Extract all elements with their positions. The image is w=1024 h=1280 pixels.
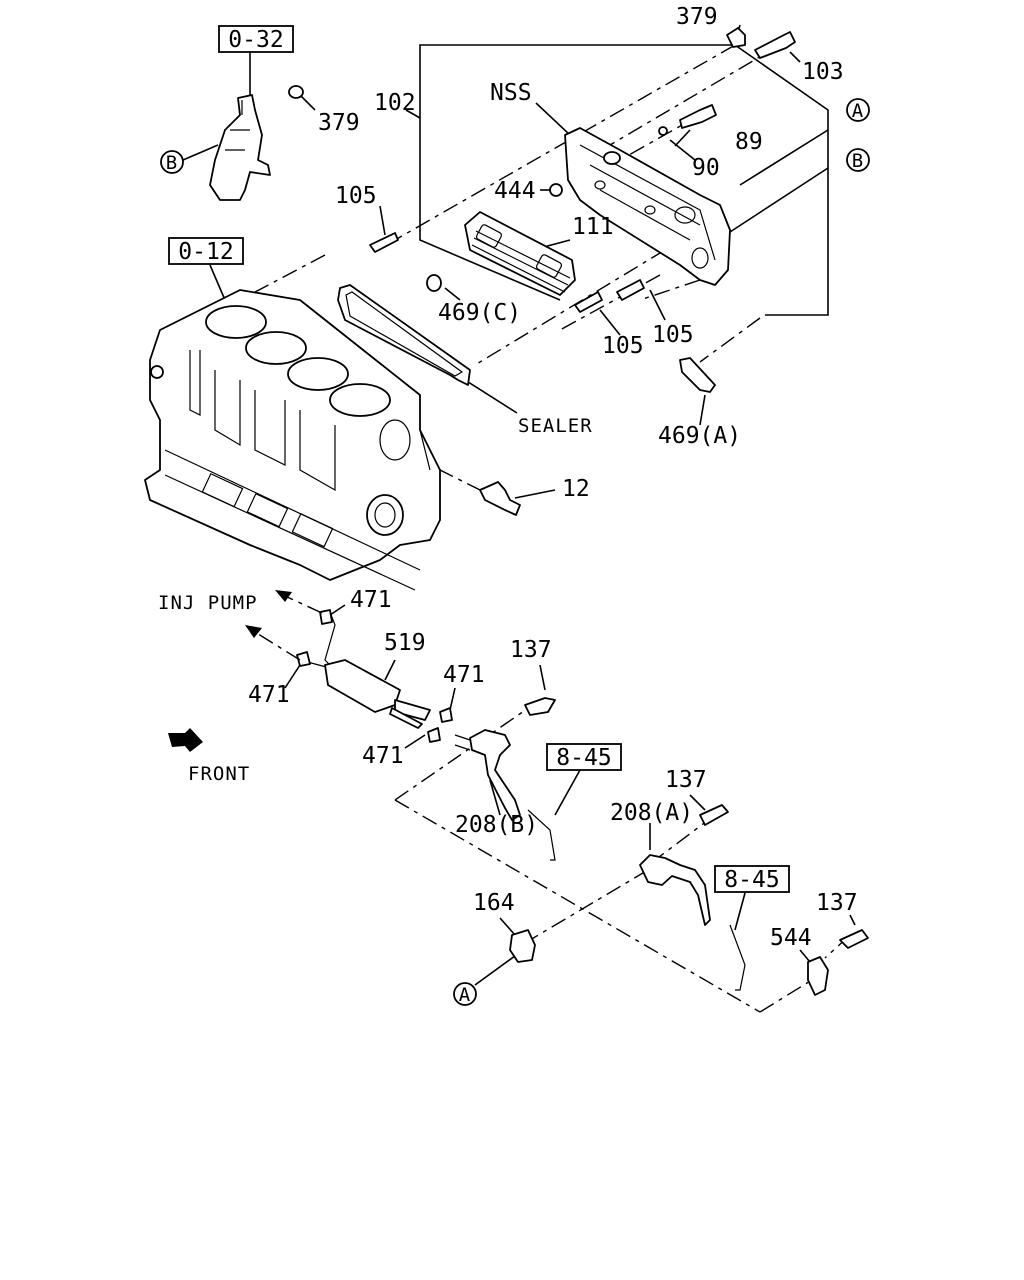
ref-box-8-45-a: 8-45 xyxy=(546,743,622,771)
ref-0-32-text: 0-32 xyxy=(228,27,283,53)
marker-a-bottom-text: A xyxy=(459,984,471,1006)
injection-pump-hoses xyxy=(296,609,453,743)
label-208a: 208(A) xyxy=(610,800,693,826)
label-379-top: 379 xyxy=(676,4,718,30)
label-471-bottom: 471 xyxy=(362,743,404,769)
water-pipe-b xyxy=(454,697,556,861)
label-379-left: 379 xyxy=(318,110,360,136)
water-pipe-a xyxy=(509,804,869,996)
label-102: 102 xyxy=(374,90,416,116)
label-sealer: SEALER xyxy=(518,415,593,437)
ref-0-12-text: 0-12 xyxy=(178,239,233,265)
front-arrow-icon xyxy=(168,728,203,752)
ref-8-45-b-text: 8-45 xyxy=(724,867,779,893)
oil-cooler-cover xyxy=(564,127,731,286)
label-137-top: 137 xyxy=(510,637,552,663)
cylinder-block xyxy=(144,289,441,591)
ref-8-45-a-text: 8-45 xyxy=(556,745,611,771)
label-105-right: 105 xyxy=(652,322,694,348)
label-105-left: 105 xyxy=(335,183,377,209)
label-137-mid: 137 xyxy=(665,767,707,793)
label-444: 444 xyxy=(494,178,536,204)
label-137-bottom: 137 xyxy=(816,890,858,916)
label-471-left: 471 xyxy=(248,682,290,708)
label-90: 90 xyxy=(692,155,720,181)
marker-b-top: B xyxy=(846,148,870,172)
label-471-right: 471 xyxy=(443,662,485,688)
marker-a-bottom: A xyxy=(453,982,477,1006)
label-519: 519 xyxy=(384,630,426,656)
label-544: 544 xyxy=(770,925,812,951)
label-12: 12 xyxy=(562,476,590,502)
label-469a: 469(A) xyxy=(658,423,741,449)
marker-b-left: B xyxy=(160,150,184,174)
marker-a-top: A xyxy=(846,98,870,122)
marker-a-top-text: A xyxy=(852,100,864,122)
label-front: FRONT xyxy=(188,763,250,785)
label-111: 111 xyxy=(572,214,614,240)
gasket-sealer xyxy=(337,284,471,386)
ref-box-0-32: 0-32 xyxy=(218,25,294,53)
small-fasteners xyxy=(369,27,796,516)
marker-b-top-text: B xyxy=(852,150,864,172)
label-469c: 469(C) xyxy=(438,300,521,326)
label-208b: 208(B) xyxy=(455,812,538,838)
label-105-mid: 105 xyxy=(602,333,644,359)
oil-cooler-element xyxy=(464,211,576,296)
label-89: 89 xyxy=(735,129,763,155)
ref-box-8-45-b: 8-45 xyxy=(714,865,790,893)
label-inj-pump: INJ PUMP xyxy=(158,592,258,614)
ref-box-0-12: 0-12 xyxy=(168,237,244,265)
label-103: 103 xyxy=(802,59,844,85)
inj-pump-arrows xyxy=(245,590,323,661)
label-471-top: 471 xyxy=(350,587,392,613)
label-164: 164 xyxy=(473,890,515,916)
part-labels: 379 103 379 102 NSS 89 90 444 105 111 46… xyxy=(158,4,858,951)
label-nss: NSS xyxy=(490,80,532,106)
thermostat-housing xyxy=(209,85,304,201)
marker-b-left-text: B xyxy=(166,152,178,174)
